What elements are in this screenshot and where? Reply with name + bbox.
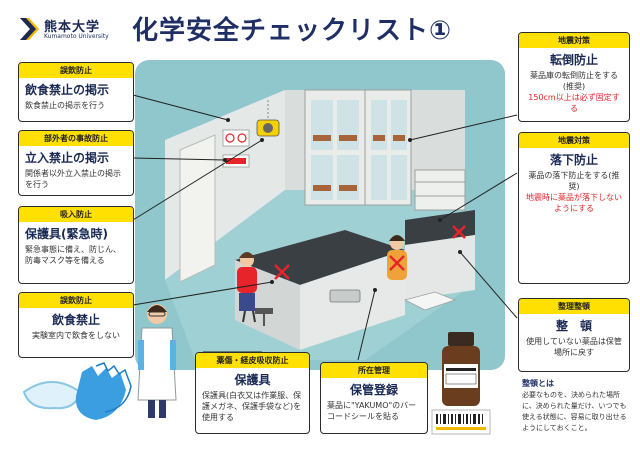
card-category: 整理整頓 bbox=[519, 299, 629, 314]
card-title: 転倒防止 bbox=[549, 53, 598, 67]
card-desc: 緊急事態に備え、防じん、防毒マスク等を備える bbox=[25, 245, 121, 265]
center-lab-table bbox=[235, 230, 405, 285]
card-category: 誤飲防止 bbox=[19, 63, 133, 78]
card-title: 保護具 bbox=[234, 373, 271, 387]
card-mask: 吸入防止 保護具(緊急時) 緊急事態に備え、防じん、防毒マスク等を備える bbox=[18, 206, 134, 284]
card-warning: 150cm以上は必ず固定する bbox=[528, 93, 620, 113]
tidy-note-text: 必要なものを、決められた場所に、決められた量だけ、いつでも使える状態に、容易に取… bbox=[522, 391, 627, 432]
card-title: 飲食禁止 bbox=[51, 313, 100, 327]
lab-room-image bbox=[135, 60, 505, 370]
card-category: 所在管理 bbox=[321, 363, 427, 378]
university-sub: Kumamoto University bbox=[44, 33, 109, 40]
card-title: 整 頓 bbox=[555, 319, 592, 333]
card-desc: 関係者以外立入禁止の掲示を行う bbox=[25, 169, 121, 189]
card-category: 地震対策 bbox=[519, 133, 629, 148]
card-desc: 使用していない薬品は保管場所に戻す bbox=[526, 337, 622, 357]
card-entry-ban-sign: 部外者の事故防止 立入禁止の掲示 関係者以外立入禁止の掲示を行う bbox=[18, 130, 134, 196]
lab-illustration bbox=[135, 60, 505, 370]
no-eating-poster bbox=[222, 129, 250, 147]
tidy-note-title: 整頓とは bbox=[522, 379, 554, 388]
barcode-icon bbox=[431, 409, 491, 435]
card-desc: 飲食禁止の掲示を行う bbox=[25, 101, 105, 110]
card-desc: 薬品の落下防止をする(推奨) bbox=[528, 171, 620, 191]
card-no-eating-sign: 誤飲防止 飲食禁止の掲示 飲食禁止の掲示を行う bbox=[18, 62, 134, 122]
card-tidy: 整理整頓 整 頓 使用していない薬品は保管場所に戻す bbox=[518, 298, 630, 372]
card-title: 保管登録 bbox=[349, 383, 398, 397]
card-category: 薬傷・経皮吸収防止 bbox=[196, 353, 309, 368]
card-desc: 薬品庫の転倒防止をする(推奨) bbox=[530, 71, 618, 91]
ppe-goggles-gloves bbox=[22, 362, 132, 420]
card-title: 落下防止 bbox=[549, 153, 598, 167]
card-title: 立入禁止の掲示 bbox=[25, 151, 110, 165]
goggles-icon bbox=[22, 381, 82, 410]
card-category: 地震対策 bbox=[519, 33, 629, 48]
university-logo-icon bbox=[20, 18, 39, 40]
card-title: 飲食禁止の掲示 bbox=[25, 83, 110, 97]
card-desc: 薬品に"YAKUMO"のバーコードシールを貼る bbox=[327, 401, 417, 421]
card-category: 誤飲防止 bbox=[19, 293, 133, 308]
chemical-cabinets bbox=[304, 89, 412, 206]
card-category: 吸入防止 bbox=[19, 207, 133, 222]
card-no-eating: 誤飲防止 飲食禁止 実験室内で飲食をしない bbox=[18, 292, 134, 358]
card-desc: 保護具(白衣又は作業服、保護メガネ、保護手袋など)を使用する bbox=[202, 391, 302, 422]
card-category: 部外者の事故防止 bbox=[19, 131, 133, 146]
card-anti-fall: 地震対策 落下防止 薬品の落下防止をする(推奨) 地震時に薬品が落下しないように… bbox=[518, 132, 630, 284]
scientist-figure bbox=[137, 304, 177, 418]
card-registration: 所在管理 保管登録 薬品に"YAKUMO"のバーコードシールを貼る bbox=[320, 362, 428, 434]
card-warning: 地震時に薬品が落下しないようにする bbox=[526, 193, 622, 213]
page-title: 化学安全チェックリスト① bbox=[132, 16, 453, 46]
chemical-bottle bbox=[431, 332, 491, 435]
card-title: 保護具(緊急時) bbox=[25, 227, 108, 241]
card-desc: 実験室内で飲食をしない bbox=[32, 331, 120, 340]
university-name: 熊本大学 bbox=[44, 20, 101, 35]
wall-shelf bbox=[414, 169, 466, 211]
card-ppe: 薬傷・経皮吸収防止 保護具 保護具(白衣又は作業服、保護メガネ、保護手袋など)を… bbox=[195, 352, 310, 434]
gloves-icon bbox=[75, 366, 126, 420]
university-logo: 熊本大学 Kumamoto University bbox=[20, 16, 130, 44]
card-anti-tip: 地震対策 転倒防止 薬品庫の転倒防止をする(推奨) 150cm以上は必ず固定する bbox=[518, 32, 630, 122]
